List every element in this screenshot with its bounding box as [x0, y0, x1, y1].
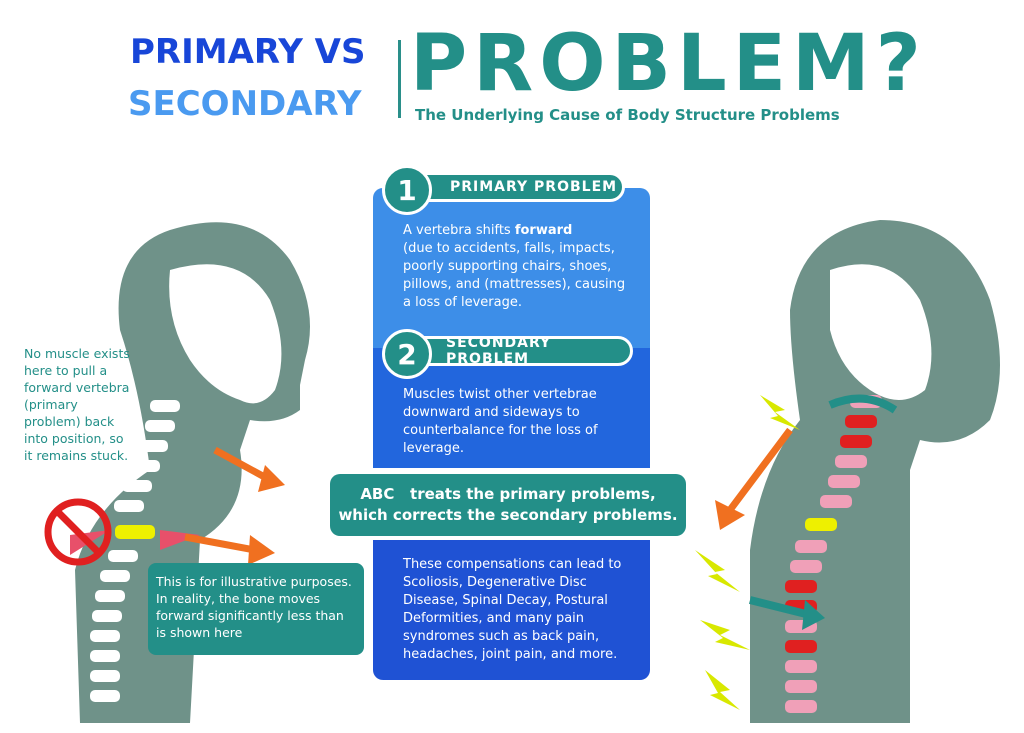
- secondary-problem-box: Muscles twist other vertebrae downward a…: [373, 348, 650, 468]
- subtitle: The Underlying Cause of Body Structure P…: [415, 106, 840, 124]
- right-figure-illustration: [695, 220, 1000, 723]
- consequences-box: These compensations can lead to Scoliosi…: [373, 540, 650, 680]
- left-figure-illustration: [44, 222, 310, 723]
- secondary-number-badge: 2: [382, 329, 432, 379]
- treatment-line2: which corrects the secondary problems.: [338, 506, 678, 524]
- primary-label-pill: PRIMARY PROBLEM: [405, 172, 625, 202]
- primary-text-post: (due to accidents, falls, impacts, poorl…: [403, 241, 626, 310]
- primary-text-pre: A vertebra shifts: [403, 223, 515, 238]
- left-note: No muscle exists here to pull a forward …: [24, 346, 130, 463]
- primary-number-badge: 1: [382, 165, 432, 215]
- title-problem: PROBLEM?: [410, 19, 927, 109]
- treatment-line1: ABC treats the primary problems,: [360, 485, 656, 503]
- title-secondary: SECONDARY: [128, 84, 362, 124]
- primary-text: A vertebra shifts forward (due to acciden…: [403, 222, 636, 312]
- primary-text-bold: forward: [514, 223, 573, 238]
- secondary-label-pill: SECONDARY PROBLEM: [405, 335, 633, 367]
- title-primary-vs: PRIMARY VS: [130, 32, 366, 72]
- primary-problem-box: A vertebra shifts forward (due to acciden…: [373, 188, 650, 348]
- consequences-text: These compensations can lead to Scoliosi…: [403, 557, 622, 662]
- title-divider: [398, 40, 401, 118]
- treatment-banner: ABC treats the primary problems, which c…: [330, 474, 686, 536]
- illustration-callout: This is for illustrative purposes. In re…: [148, 563, 364, 655]
- secondary-text: Muscles twist other vertebrae downward a…: [403, 387, 598, 456]
